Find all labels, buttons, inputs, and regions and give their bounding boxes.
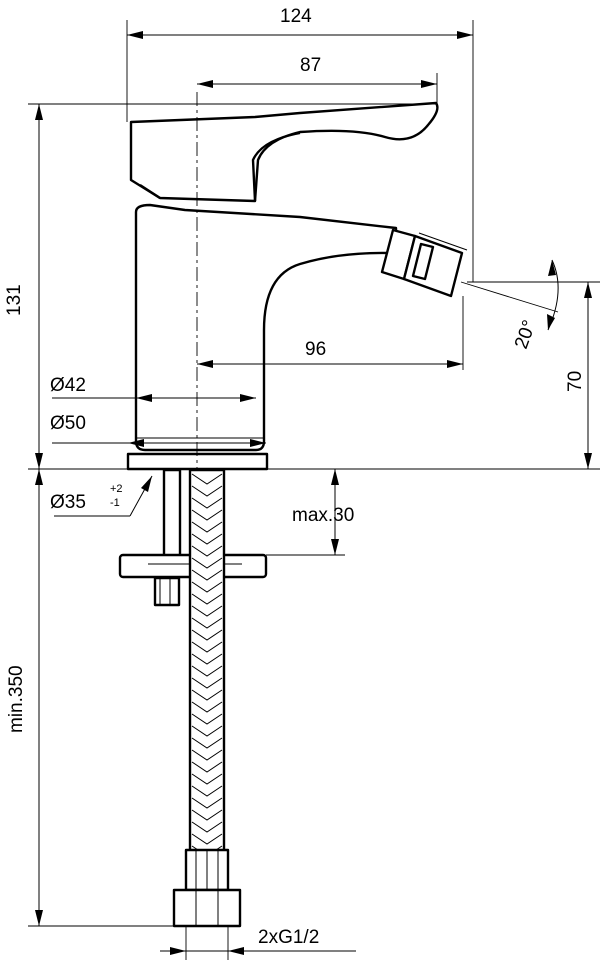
dim-connection-label: 2xG1/2 xyxy=(258,927,319,948)
dim-spout-reach-label: 96 xyxy=(305,339,326,360)
dim-handle-width: 87 xyxy=(197,55,438,103)
dim-total-height-label: 131 xyxy=(4,284,25,316)
dim-body-diameter-label: Ø42 xyxy=(50,375,86,396)
dim-spout-angle: 20° xyxy=(460,259,559,352)
dim-total-width: 124 xyxy=(126,6,474,282)
flexible-hose xyxy=(172,468,242,928)
dim-spout-height: 70 xyxy=(467,281,600,469)
dim-spout-reach: 96 xyxy=(197,296,464,370)
lever-handle xyxy=(129,101,439,203)
dim-spout-height-label: 70 xyxy=(565,371,586,392)
dim-hole-tol-plus: +2 xyxy=(110,483,123,495)
dim-hole-tol-minus: -1 xyxy=(110,497,120,509)
dim-hose-length: min.350 xyxy=(6,469,240,927)
dim-connection: 2xG1/2 xyxy=(160,926,356,960)
dim-max-thickness: max.30 xyxy=(266,469,354,556)
mounting-shank xyxy=(153,468,182,607)
dim-handle-width-label: 87 xyxy=(300,55,321,76)
dim-hole-diameter-label: Ø35 xyxy=(50,492,86,513)
dim-max-thickness-label: max.30 xyxy=(292,505,354,526)
spout-aerator xyxy=(380,228,468,298)
dim-spout-angle-label: 20° xyxy=(511,318,541,352)
dim-hose-length-label: min.350 xyxy=(6,665,27,733)
dim-base-diameter-label: Ø50 xyxy=(50,413,86,434)
dim-total-height: 131 xyxy=(4,103,437,469)
dim-hole-diameter: Ø35 +2 -1 xyxy=(50,475,153,517)
faucet-body xyxy=(126,203,398,471)
dim-total-width-label: 124 xyxy=(280,6,312,27)
dim-body-diameter: Ø42 xyxy=(50,375,256,402)
dim-base-diameter: Ø50 xyxy=(50,413,266,447)
